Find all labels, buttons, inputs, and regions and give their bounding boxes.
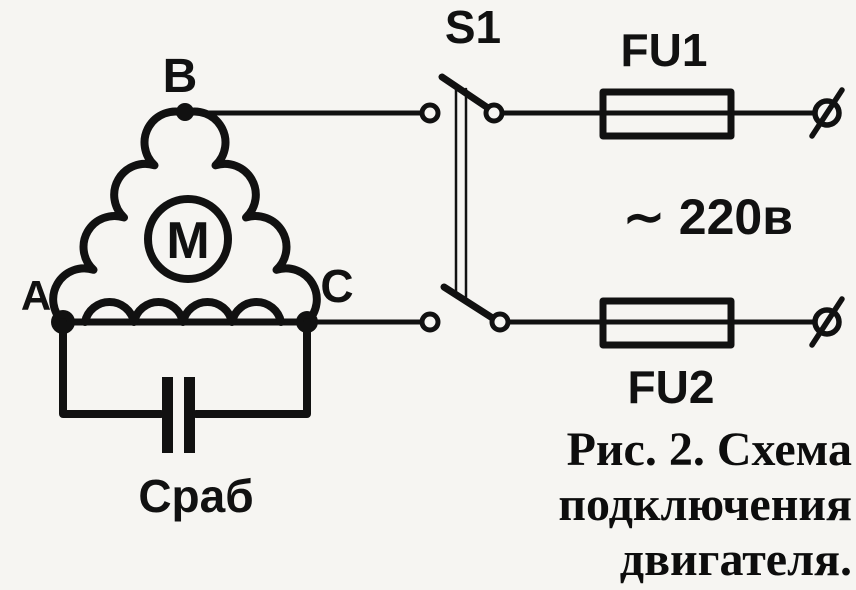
winding-right-side xyxy=(181,107,321,326)
caption-line-2: подключения xyxy=(558,478,852,531)
vertex-c-label: C xyxy=(320,260,354,312)
motor-circle xyxy=(144,195,232,283)
caption-line-1: Рис. 2. Схема xyxy=(566,423,852,476)
figure-caption: Рис. 2. Схема подключения двигателя. xyxy=(452,422,852,587)
caption-line-3: двигателя. xyxy=(619,533,852,586)
supply-terminal-bottom xyxy=(809,296,845,348)
capacitor-plate-left xyxy=(162,377,173,453)
voltage-label: ∼ 220в xyxy=(623,189,793,245)
fuse-fu1-label: FU1 xyxy=(620,24,708,76)
fuse-fu1-body xyxy=(599,88,735,140)
fuse-fu2-label: FU2 xyxy=(627,361,715,413)
winding-bottom-coils xyxy=(81,298,285,326)
fuse-fu2-body xyxy=(599,297,735,349)
switch-lever-bottom xyxy=(440,283,498,323)
switch-contact-top-left xyxy=(419,102,441,124)
wire-a-to-capacitor xyxy=(59,318,165,418)
capacitor-plate-right xyxy=(184,377,195,453)
winding-left-side xyxy=(49,107,189,326)
junction-dot-b xyxy=(176,103,194,121)
vertex-a-label: A xyxy=(20,272,52,319)
motor-label: M xyxy=(166,212,210,270)
vertex-b-label: B xyxy=(162,50,198,103)
capacitor-label: Сраб xyxy=(138,470,254,522)
switch-contact-bottom-left xyxy=(419,311,441,333)
switch-s1-label: S1 xyxy=(444,1,502,53)
supply-terminal-top xyxy=(809,87,845,139)
wire-capacitor-to-c xyxy=(192,318,311,418)
